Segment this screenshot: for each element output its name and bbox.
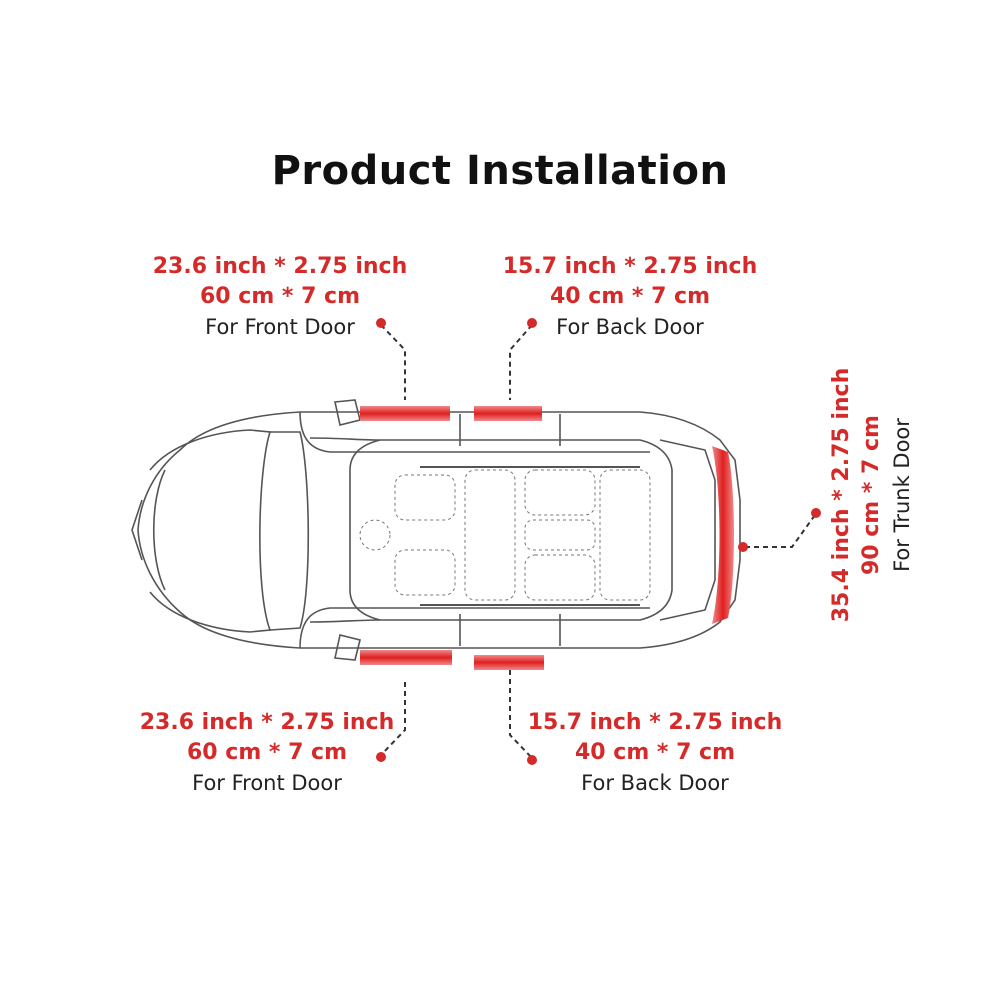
strip-back-door-top xyxy=(474,406,542,421)
size-cm: 60 cm * 7 cm xyxy=(187,740,347,765)
label-front-door-top: 23.6 inch * 2.75 inch 60 cm * 7 cm For F… xyxy=(140,252,420,342)
strip-back-door-bottom xyxy=(474,655,544,670)
strip-front-door-bottom xyxy=(360,650,452,665)
usage-text: For Front Door xyxy=(205,315,355,339)
leader-dots xyxy=(376,318,821,765)
size-inch: 15.7 inch * 2.75 inch xyxy=(527,710,783,735)
label-front-door-bottom: 23.6 inch * 2.75 inch 60 cm * 7 cm For F… xyxy=(127,708,407,798)
car-interior xyxy=(359,469,651,601)
size-cm: 40 cm * 7 cm xyxy=(575,740,735,765)
usage-text: For Back Door xyxy=(556,315,704,339)
roof-rails xyxy=(420,466,640,606)
strip-front-door-top xyxy=(360,406,450,421)
strip-trunk-door xyxy=(712,446,734,624)
leader-lines xyxy=(380,324,816,759)
size-inch: 23.6 inch * 2.75 inch xyxy=(139,710,395,735)
size-inch: 23.6 inch * 2.75 inch xyxy=(152,254,408,279)
usage-text: For Back Door xyxy=(581,771,729,795)
size-cm: 40 cm * 7 cm xyxy=(550,284,710,309)
car-outline xyxy=(131,399,741,661)
usage-text: For Front Door xyxy=(192,771,342,795)
size-inch: 15.7 inch * 2.75 inch xyxy=(502,254,758,279)
size-cm: 60 cm * 7 cm xyxy=(200,284,360,309)
label-back-door-top: 15.7 inch * 2.75 inch 40 cm * 7 cm For B… xyxy=(490,252,770,342)
label-back-door-bottom: 15.7 inch * 2.75 inch 40 cm * 7 cm For B… xyxy=(510,708,800,798)
page-title: Product Installation xyxy=(271,148,729,194)
